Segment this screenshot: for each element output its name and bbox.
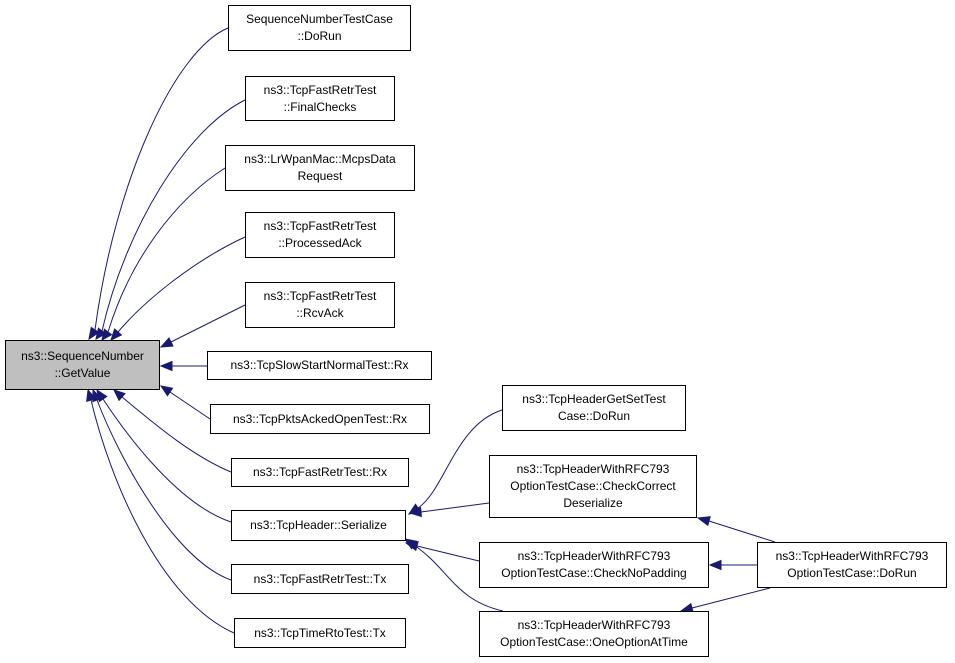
call-edge-arrowhead [113,389,126,402]
call-edge [708,520,776,543]
node-label-line: Deserialize [563,496,623,510]
call-edge [117,236,246,333]
node-label-line: ns3::TcpHeaderWithRFC793 [517,549,671,563]
call-edge-arrowhead [110,328,123,341]
node-tcpfastretrtest-rcvack[interactable]: ns3::TcpFastRetrTest ::RcvAck [245,282,395,328]
node-tcppktsackedopentest-rx[interactable]: ns3::TcpPktsAckedOpenTest::Rx [210,404,430,434]
call-edge [691,587,771,609]
node-tcpfastretrtest-rx[interactable]: ns3::TcpFastRetrTest::Rx [231,458,409,487]
call-edge [416,545,480,562]
call-edge [420,502,490,513]
call-edge-arrowhead [88,326,100,341]
call-edge-arrowhead [159,360,173,372]
node-label-line: ns3::TcpHeaderGetSetTest [522,392,666,406]
node-label-line: ns3::TcpFastRetrTest [263,289,377,303]
call-edge [413,544,504,612]
node-tcpfastretrtest-finalchecks[interactable]: ns3::TcpFastRetrTest ::FinalChecks [245,76,395,121]
call-edge [102,398,232,523]
node-label-line: ::ProcessedAck [278,236,362,250]
node-label-line: ns3::TcpHeader::Serialize [250,518,387,532]
node-label-line: ::FinalChecks [283,99,357,114]
node-rfc793optiontestcase-checkcorrectdeserialize[interactable]: ns3::TcpHeaderWithRFC793 OptionTestCase:… [489,455,697,518]
call-edge-arrowhead [403,538,418,550]
node-tcptimertotest-tx[interactable]: ns3::TcpTimeRtoTest::Tx [234,618,406,648]
node-label-line: OptionTestCase::OneOptionAtTime [500,635,688,649]
node-label-line: ::RcvAck [296,306,344,320]
call-edge-arrowhead [159,337,174,348]
node-label-line: ::DoRun [297,29,342,43]
node-label-line: OptionTestCase::DoRun [787,566,917,580]
node-label-line: Request [297,169,343,183]
call-edge [90,399,235,634]
node-sequencenumber-getvalue: ns3::SequenceNumber ::GetValue [5,340,160,390]
node-tcpfastretrtest-processedack[interactable]: ns3::TcpFastRetrTest ::ProcessedAck [245,212,395,258]
call-edge [417,409,503,509]
node-label-line: ns3::TcpHeaderWithRFC793 [516,462,670,476]
node-label-line: ns3::TcpPktsAckedOpenTest::Rx [232,411,408,426]
node-rfc793optiontestcase-oneoptionattime[interactable]: ns3::TcpHeaderWithRFC793 OptionTestCase:… [479,611,709,657]
call-edge-arrowhead [86,388,97,402]
node-tcpheadergetsettestcase-dorun[interactable]: ns3::TcpHeaderGetSetTest Case::DoRun [502,385,686,431]
call-edge [169,391,211,420]
call-edge-arrowhead [159,385,174,397]
node-tcpheader-serialize[interactable]: ns3::TcpHeader::Serialize [231,510,406,541]
node-rfc793optiontestcase-dorun[interactable]: ns3::TcpHeaderWithRFC793 OptionTestCase:… [757,542,947,588]
node-label-line: OptionTestCase::CheckCorrect [510,479,676,493]
call-edge [101,99,246,332]
call-edge-arrowhead [696,516,711,527]
node-lrwpanmac-mcpsdatarequest[interactable]: ns3::LrWpanMac::McpsData Request [225,145,415,191]
call-edge [121,396,232,473]
node-label-line: ns3::TcpSlowStartNormalTest::Rx [230,358,409,372]
node-label-line: ns3::TcpFastRetrTest [263,82,377,97]
node-label-line: Case::DoRun [557,409,631,423]
node-tcpslowstartnormaltest-rx[interactable]: ns3::TcpSlowStartNormalTest::Rx [207,351,432,380]
call-edge-arrowhead [95,327,107,340]
node-label-line: OptionTestCase::CheckNoPadding [501,566,687,580]
node-rfc793optiontestcase-checknopadding[interactable]: ns3::TcpHeaderWithRFC793 OptionTestCase:… [479,542,709,588]
node-label-line: ns3::LrWpanMac::McpsData [244,152,396,166]
call-edge [94,27,229,331]
node-label-line: ns3::TcpFastRetrTest::Rx [252,465,388,479]
node-label-line: ns3::TcpHeaderWithRFC793 [775,549,929,563]
node-label-line: SequenceNumberTestCase [246,12,393,26]
node-label-line: ns3::SequenceNumber [21,349,144,363]
call-edge-arrowhead [708,559,722,571]
node-label-line: ::GetValue [54,366,111,380]
node-label-line: ns3::TcpTimeRtoTest::Tx [254,625,386,640]
call-edge [96,399,232,581]
node-label-line: ns3::TcpFastRetrTest [263,219,377,233]
node-tcpfastretrtest-tx[interactable]: ns3::TcpFastRetrTest::Tx [231,564,409,594]
node-sequencenumbertestcase-dorun[interactable]: SequenceNumberTestCase ::DoRun [228,5,411,51]
call-edge-arrowhead [408,506,422,518]
call-edge [107,167,226,333]
call-edge-arrowhead [101,328,113,341]
node-label-line: ns3::TcpFastRetrTest::Tx [253,571,387,586]
call-edge [170,304,246,343]
node-label-line: ns3::TcpHeaderWithRFC793 [517,618,671,632]
